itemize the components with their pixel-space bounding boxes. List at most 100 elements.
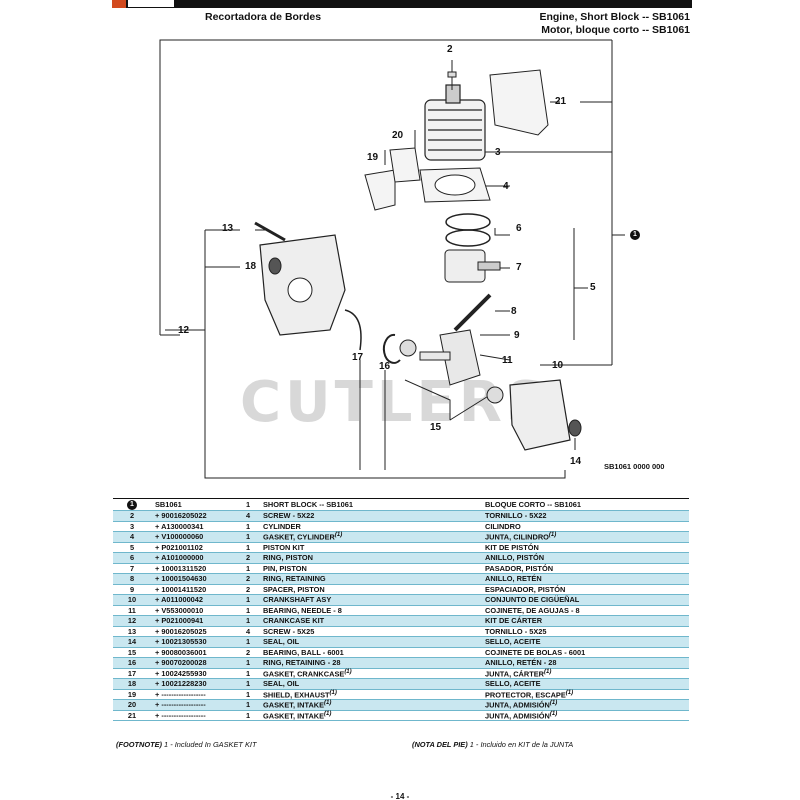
part-description-es: PROTECTOR, ESCAPE(1)	[481, 689, 689, 700]
part-ref: 12	[113, 615, 151, 627]
part-description-es: COJINETE DE BOLAS - 6001	[481, 647, 689, 658]
part-description-es: JUNTA, ADMISIÓN(1)	[481, 710, 689, 721]
footnote-en-text: 1 - Included In GASKET KIT	[164, 740, 257, 749]
footnote-marker: (1)	[549, 700, 558, 707]
part-description-en-text: PISTON KIT	[263, 542, 305, 552]
footnote-es: (NOTA DEL PIE) 1 - Incluido en KIT de la…	[412, 740, 573, 749]
figure-code: SB1061 0000 000	[604, 462, 665, 471]
part-ref: 11	[113, 605, 151, 616]
part-description-en: BEARING, BALL - 6001	[259, 647, 481, 658]
part-description-es: PASADOR, PISTÓN	[481, 563, 689, 574]
part-qty: 1	[237, 531, 259, 543]
part-description-es-text: COJINETE, DE AGUJAS - 8	[485, 605, 580, 615]
part-description-es-text: CILINDRO	[485, 521, 521, 531]
part-number: + 90080036001	[151, 647, 237, 658]
part-number: + 90070200028	[151, 657, 237, 669]
part-description-en-text: GASKET, INTAKE	[263, 700, 325, 710]
part-description-en-text: SCREW - 5X25	[263, 626, 315, 636]
part-description-es: SELLO, ACEITE	[481, 678, 689, 690]
part-ref: 17	[113, 668, 151, 679]
crankcase-right	[509, 379, 571, 451]
part-description-es: SELLO, ACEITE	[481, 636, 689, 648]
crankcase-gasket-17	[344, 309, 362, 351]
part-qty: 1	[237, 542, 259, 553]
part-description-es-text: TORNILLO - 5X22	[485, 511, 547, 521]
part-description-es-text: BLOQUE CORTO -- SB1061	[485, 500, 581, 509]
part-description-es-text: TORNILLO - 5X25	[485, 626, 547, 636]
part-description-es: ANILLO, PISTÓN	[481, 552, 689, 564]
part-description-es: JUNTA, ADMISIÓN(1)	[481, 699, 689, 711]
callout-19: 19	[367, 152, 379, 163]
part-ref: 7	[113, 563, 151, 574]
part-number: + A011000042	[151, 594, 237, 606]
part-description-en-text: SHIELD, EXHAUST	[263, 689, 330, 699]
part-description-en: SHIELD, EXHAUST(1)	[259, 689, 481, 700]
part-description-es: TORNILLO - 5X25	[481, 626, 689, 637]
part-description-en: GASKET, INTAKE(1)	[259, 699, 481, 711]
part-ref: 14	[113, 636, 151, 648]
part-description-es: COJINETE, DE AGUJAS - 8	[481, 605, 689, 616]
part-description-es: JUNTA, CILINDRO(1)	[481, 531, 689, 543]
brand-accent	[112, 0, 126, 8]
crankshaft-part	[419, 293, 492, 386]
part-description-en-text: PIN, PISTON	[263, 563, 307, 573]
screw-13	[254, 221, 286, 242]
part-ref: 21	[113, 710, 151, 721]
part-description-es: ANILLO, RETÉN - 28	[481, 657, 689, 669]
part-description-en: PIN, PISTON	[259, 563, 481, 574]
part-description-en: SCREW - 5X25	[259, 626, 481, 637]
part-description-en: SEAL, OIL	[259, 636, 481, 648]
part-description-en: CYLINDER	[259, 521, 481, 532]
part-number: + 10024255930	[151, 668, 237, 679]
part-qty: 2	[237, 552, 259, 564]
part-description-es-text: JUNTA, ADMISIÓN	[485, 710, 550, 720]
section-title: Engine, Short Block -- SB1061 Motor, blo…	[539, 11, 690, 37]
part-ref: 5	[113, 542, 151, 553]
part-qty: 2	[237, 573, 259, 585]
part-ref-circle: 1	[127, 500, 137, 510]
part-description-en-text: GASKET, CRANKCASE	[263, 668, 345, 678]
part-description-es: BLOQUE CORTO -- SB1061	[481, 498, 689, 511]
part-number: + P021001102	[151, 542, 237, 553]
part-qty: 4	[237, 626, 259, 637]
part-description-es-text: KIT DE PISTÓN	[485, 542, 539, 552]
part-description-en: GASKET, INTAKE(1)	[259, 710, 481, 721]
cylinder-part	[424, 84, 486, 161]
callout-8: 8	[511, 306, 517, 317]
callout-20: 20	[392, 130, 404, 141]
part-ref: 2	[113, 510, 151, 522]
callout-13: 13	[222, 223, 234, 234]
part-number: + 90016205025	[151, 626, 237, 637]
part-description-en: CRANKSHAFT ASY	[259, 594, 481, 606]
ball-bearing	[399, 339, 417, 357]
part-description-en-text: GASKET, CYLINDER	[263, 532, 335, 542]
footnote-marker: (1)	[565, 689, 574, 696]
header-bar	[112, 0, 692, 8]
part-description-en-text: CYLINDER	[263, 521, 301, 531]
part-description-es-text: PASADOR, PISTÓN	[485, 563, 554, 573]
part-description-en-text: CRANKCASE KIT	[263, 616, 325, 626]
part-description-es-text: ANILLO, RETÉN - 28	[485, 658, 557, 668]
part-description-en: SCREW - 5X22	[259, 510, 481, 522]
footnote-marker: (1)	[329, 689, 337, 696]
oil-seal-18	[268, 257, 282, 275]
part-qty: 1	[237, 699, 259, 711]
part-ref: 1	[113, 498, 151, 511]
screw-part	[447, 71, 457, 90]
part-number: + ------------------	[151, 689, 237, 700]
part-ref: 9	[113, 584, 151, 595]
page-number: - 14 -	[390, 792, 410, 800]
part-description-en-text: BEARING, BALL - 6001	[263, 647, 344, 657]
part-description-en-text: SEAL, OIL	[263, 679, 300, 689]
exploded-parts-diagram	[159, 39, 625, 479]
part-description-es-text: KIT DE CÁRTER	[485, 616, 543, 626]
part-description-en-text: SEAL, OIL	[263, 637, 300, 647]
callout-11: 11	[502, 355, 513, 366]
part-description-es: CONJUNTO DE CIGÜEÑAL	[481, 594, 689, 606]
part-description-es: CILINDRO	[481, 521, 689, 532]
